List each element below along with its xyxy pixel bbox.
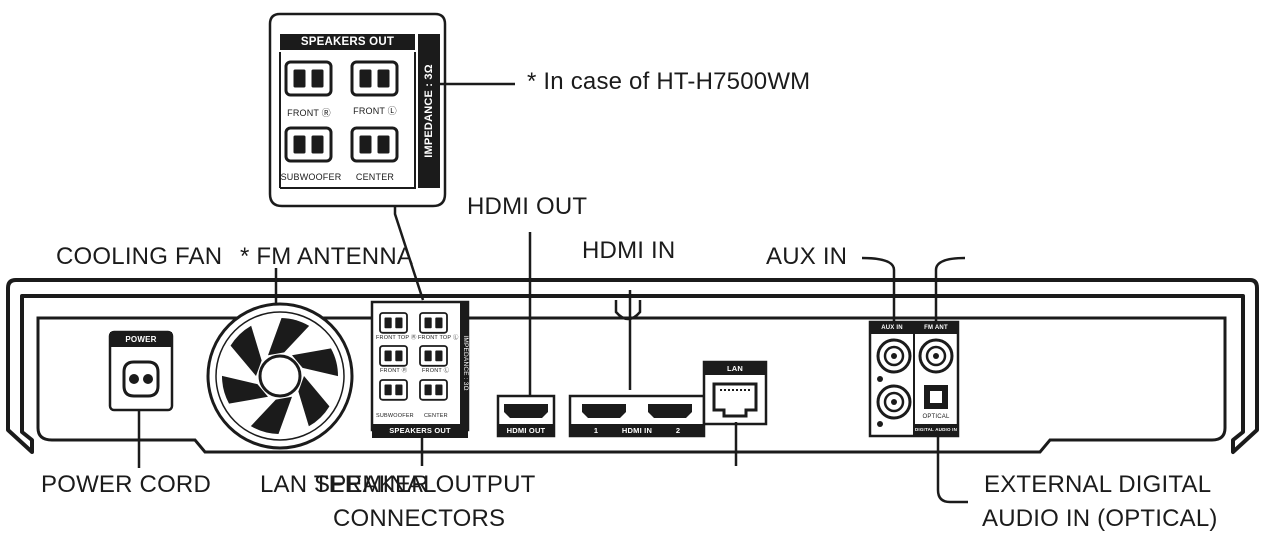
fan-blade <box>250 396 292 434</box>
cooling-fan-callout: COOLING FAN <box>56 243 223 270</box>
device-top-notch <box>614 300 642 321</box>
device-lan-label: LAN <box>726 364 743 373</box>
device-chassis <box>6 278 1259 454</box>
inset-port-label-front-l: FRONT Ⓛ <box>353 106 397 116</box>
device-impedance-label: IMPEDANCE : 3Ω <box>462 335 469 391</box>
device-port-label-subwoofer: SUBWOOFER <box>376 413 414 419</box>
device-speakers-out-label: SPEAKERS OUT <box>389 426 451 435</box>
fan-blade <box>292 348 338 377</box>
device-port-label-front-l: FRONT Ⓛ <box>422 368 450 374</box>
hdmi-out-callout: HDMI OUT <box>467 193 588 220</box>
hdmi-in-ports <box>568 394 706 438</box>
external-digital-callout: EXTERNAL DIGITAL <box>984 471 1212 498</box>
device-back-plate <box>36 316 1227 454</box>
aux-fm-block <box>868 320 960 438</box>
device-hdmi-in-label: HDMI IN <box>621 426 653 435</box>
inset-port-label-front-r: FRONT Ⓡ <box>287 108 331 118</box>
leader-lines <box>137 82 968 504</box>
fan-blade <box>230 325 262 376</box>
hdmi-out-port <box>496 394 556 438</box>
device-aux-in-label: AUX IN <box>881 325 903 331</box>
device-fm-ant-label: FM ANT <box>924 325 948 331</box>
power-cord-callout: POWER CORD <box>41 471 211 498</box>
device-hdmi-in-2-label: 2 <box>675 426 681 435</box>
device-port-label-front-top-l: FRONT TOP Ⓛ <box>418 335 459 341</box>
fan-blade <box>298 376 330 427</box>
device-port-label-front-top-r: FRONT TOP Ⓡ <box>376 335 417 341</box>
lan-terminal-callout: LAN TERMINAL <box>260 471 437 498</box>
optical-audio-in-callout: AUDIO IN (OPTICAL) <box>982 505 1218 532</box>
cooling-fan <box>206 302 354 450</box>
hdmi-in-callout: HDMI IN <box>582 237 676 264</box>
speaker-output-callout: SPEAKER OUTPUT <box>314 471 536 498</box>
inset-title: SPEAKERS OUT <box>300 36 395 48</box>
inset-port-label-subwoofer: SUBWOOFER <box>280 172 342 182</box>
model-note: * In case of HT-H7500WM <box>527 68 811 95</box>
inset-port-label-center: CENTER <box>355 172 395 182</box>
speaker-connectors-callout: CONNECTORS <box>333 505 506 532</box>
device-hdmi-in-1-label: 1 <box>593 426 599 435</box>
device-speaker-block <box>370 300 470 438</box>
device-port-label-front-r: FRONT Ⓡ <box>380 368 408 374</box>
speakers-out-inset <box>268 12 447 208</box>
device-port-label-center: CENTER <box>424 413 448 419</box>
device-hdmi-out-label: HDMI OUT <box>506 426 546 435</box>
fan-blade <box>268 318 310 356</box>
fm-antenna-callout: * FM ANTENNA <box>240 243 414 270</box>
power-label: POWER <box>125 335 157 344</box>
power-inlet <box>108 330 174 412</box>
aux-in-callout: AUX IN <box>766 243 848 270</box>
device-optical-label: OPTICAL <box>922 414 950 420</box>
fan-blade <box>222 375 268 404</box>
lan-port <box>702 360 768 426</box>
device-digital-audio-in-label: DIGITAL AUDIO IN <box>914 427 958 432</box>
inset-impedance-label: IMPEDANCE : 3Ω <box>423 64 435 158</box>
